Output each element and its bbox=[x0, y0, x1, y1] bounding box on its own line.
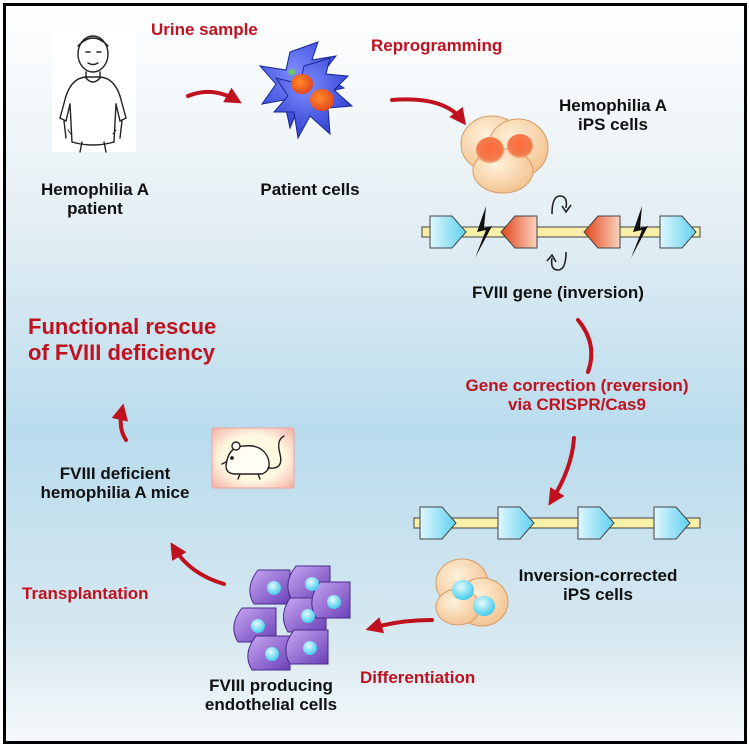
mice-label-line2: hemophilia A mice bbox=[40, 483, 190, 503]
endothelial-label-line2: endothelial cells bbox=[204, 695, 338, 715]
corrected-ips-label-line2: iPS cells bbox=[563, 585, 633, 605]
functional-rescue-line2: of FVIII deficiency bbox=[28, 340, 216, 366]
fviii-gene-inverted bbox=[421, 195, 701, 271]
endothelial-label-line1: FVIII producing bbox=[209, 676, 333, 695]
process-arrows bbox=[111, 87, 594, 634]
hemophilia-ips-label: Hemophilia A iPS cells bbox=[550, 96, 676, 134]
patient-label-line2: patient bbox=[67, 199, 123, 219]
gene-inversion-label: FVIII gene (inversion) bbox=[472, 283, 644, 302]
gene-correction-line1: Gene correction (reversion) bbox=[465, 376, 689, 395]
urine-sample-label: Urine sample bbox=[151, 20, 258, 39]
mice-label-line1: FVIII deficient bbox=[59, 464, 171, 483]
endothelial-label: FVIII producing endothelial cells bbox=[186, 676, 356, 714]
differentiation-label: Differentiation bbox=[360, 668, 476, 687]
transplantation-label: Transplantation bbox=[22, 584, 149, 603]
hemophilia-ips-label-line1: Hemophilia A bbox=[559, 96, 667, 115]
gene-correction-label: Gene correction (reversion) via CRISPR/C… bbox=[432, 376, 722, 414]
hemophilia-ips-cells-illustration bbox=[460, 115, 549, 194]
gene-correction-line2: via CRISPR/Cas9 bbox=[508, 395, 646, 415]
corrected-ips-cells-illustration bbox=[435, 558, 509, 627]
patient-cells-illustration bbox=[258, 41, 354, 140]
patient-label-line1: Hemophilia A bbox=[41, 180, 149, 199]
mice-label: FVIII deficient hemophilia A mice bbox=[22, 464, 208, 502]
reprogramming-label: Reprogramming bbox=[371, 36, 503, 55]
corrected-ips-label-line1: Inversion-corrected bbox=[518, 566, 678, 585]
patient-illustration bbox=[52, 28, 136, 153]
patient-label: Hemophilia A patient bbox=[32, 180, 158, 218]
corrected-ips-label: Inversion-corrected iPS cells bbox=[508, 566, 688, 604]
patient-cells-label: Patient cells bbox=[260, 180, 360, 199]
mouse-illustration bbox=[211, 427, 295, 489]
fviii-gene-corrected bbox=[413, 506, 701, 540]
functional-rescue-label: Functional rescue of FVIII deficiency bbox=[28, 314, 216, 367]
functional-rescue-line1: Functional rescue bbox=[28, 314, 217, 339]
hemophilia-ips-label-line2: iPS cells bbox=[578, 115, 648, 135]
endothelial-cells-illustration bbox=[233, 565, 351, 671]
